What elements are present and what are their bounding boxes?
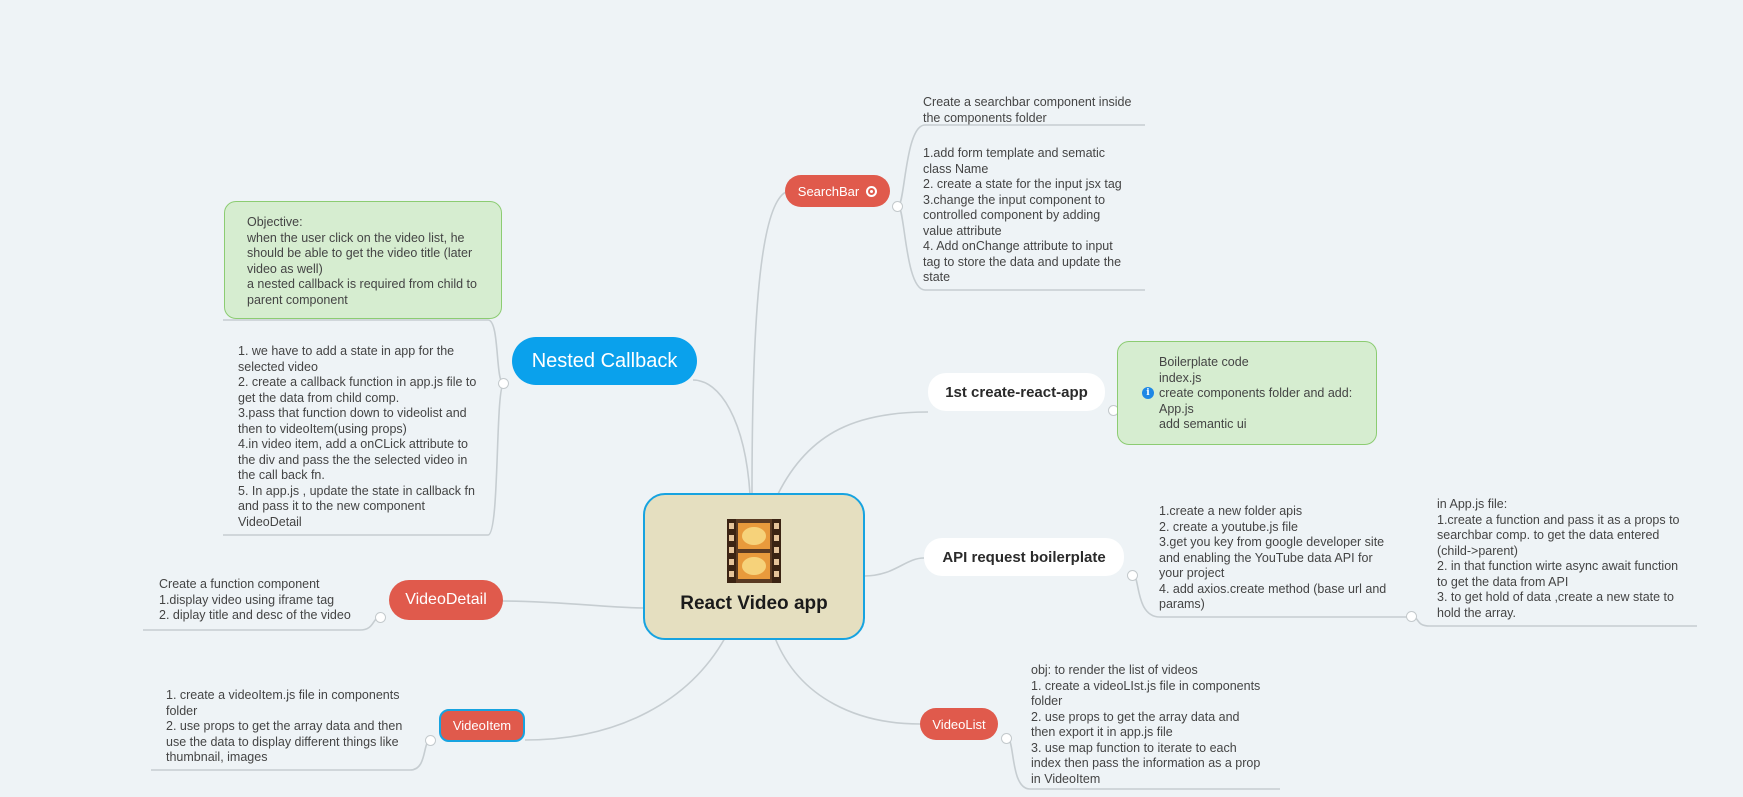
collapse-toggle-nested-callback[interactable] <box>498 378 509 389</box>
note-nested-callback-objective-box: Objective: when the user click on the vi… <box>224 201 502 319</box>
collapse-toggle-api-request[interactable] <box>1127 570 1138 581</box>
collapse-toggle-videodetail[interactable] <box>375 612 386 623</box>
topic-videoitem[interactable]: VideoItem <box>439 709 525 742</box>
note-videolist: obj: to render the list of videos 1. cre… <box>1031 663 1261 786</box>
topic-videodetail[interactable]: VideoDetail <box>389 580 503 620</box>
note-searchbar-2: 1.add form template and sematic class Na… <box>923 146 1122 284</box>
info-icon[interactable]: i <box>1142 387 1154 399</box>
link-create-react-app <box>777 411 929 495</box>
note-api-request-1: 1.create a new folder apis 2. create a y… <box>1159 504 1387 611</box>
note-searchbar-1: Create a searchbar component inside the … <box>923 95 1132 125</box>
central-title: React Video app <box>680 592 828 614</box>
topic-create-react-app-label: 1st create-react-app <box>945 383 1088 401</box>
note-create-react-app-box: i Boilerplate code index.js create compo… <box>1117 341 1377 445</box>
link-videoitem <box>524 637 726 741</box>
collapse-toggle-videolist[interactable] <box>1001 733 1012 744</box>
note-videodetail: Create a function component 1.display vi… <box>159 577 351 622</box>
topic-api-request[interactable]: API request boilerplate <box>924 538 1124 576</box>
topic-videoitem-label: VideoItem <box>452 718 512 733</box>
link-searchbar <box>751 191 787 495</box>
collapse-toggle-searchbar[interactable] <box>892 201 903 212</box>
note-create-react-app: Boilerplate code index.js create compone… <box>1159 355 1353 431</box>
link-api-request <box>863 557 925 577</box>
note-nested-callback-objective: Objective: when the user click on the vi… <box>247 215 477 307</box>
ring-icon <box>866 185 878 197</box>
link-videolist <box>774 637 921 725</box>
film-reel-icon <box>727 518 781 583</box>
topic-searchbar[interactable]: SearchBar <box>785 175 890 207</box>
topic-nested-callback-label: Nested Callback <box>531 349 678 372</box>
topic-videodetail-label: VideoDetail <box>405 591 487 608</box>
note-videoitem: 1. create a videoItem.js file in compone… <box>166 688 403 764</box>
topic-videolist-label: VideoList <box>932 716 986 732</box>
note-nested-callback-steps: 1. we have to add a state in app for the… <box>238 344 477 529</box>
topic-videolist[interactable]: VideoList <box>920 708 998 740</box>
topic-searchbar-label: SearchBar <box>797 183 860 199</box>
link-videodetail <box>501 600 646 609</box>
topic-create-react-app[interactable]: 1st create-react-app <box>928 373 1105 411</box>
link-nested-callback <box>692 379 751 495</box>
topic-api-request-label: API request boilerplate <box>942 548 1106 566</box>
topic-nested-callback[interactable]: Nested Callback <box>512 337 697 385</box>
note-api-request-2: in App.js file: 1.create a function and … <box>1437 497 1680 620</box>
collapse-toggle-videoitem[interactable] <box>425 735 436 746</box>
collapse-toggle-api-request-note[interactable] <box>1406 611 1417 622</box>
central-topic[interactable]: React Video app <box>643 493 865 640</box>
